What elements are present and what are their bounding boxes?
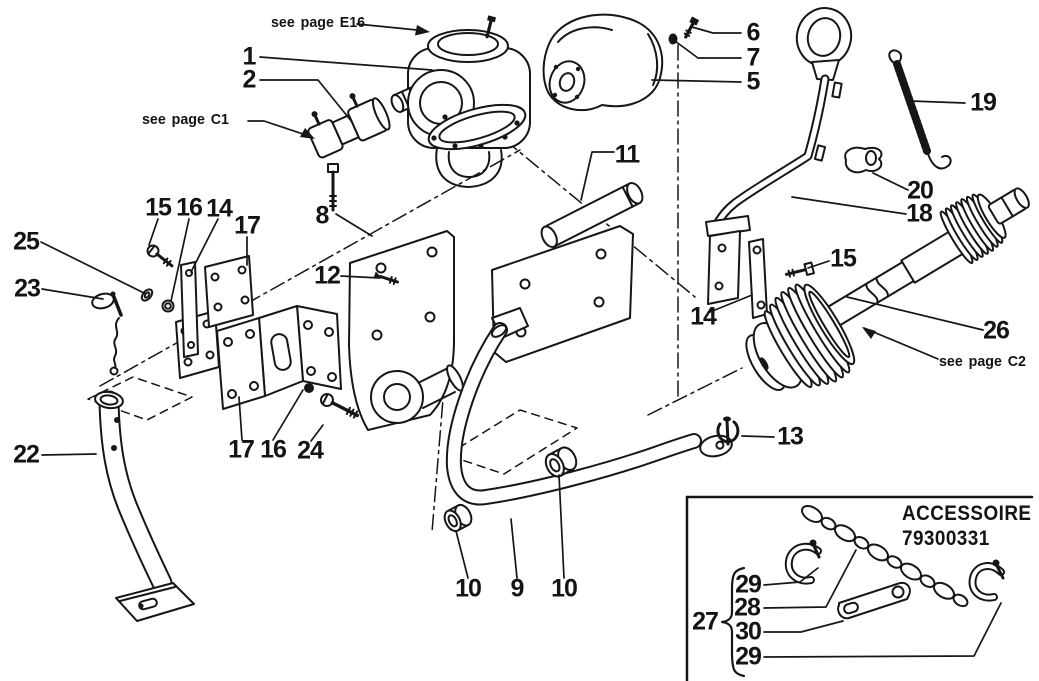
callout-19: 19 [970, 88, 997, 117]
part-pin-11 [540, 181, 644, 249]
part-shackle-29-right [968, 559, 1005, 602]
callout-2: 2 [242, 65, 257, 94]
callout-17-bottom: 17 [228, 435, 255, 464]
callout-24: 24 [297, 436, 324, 465]
callout-9: 9 [510, 574, 525, 603]
callout-14-left: 14 [206, 194, 233, 223]
callout-7: 7 [746, 43, 761, 72]
part-shackle-29-left [784, 539, 822, 585]
callout-20: 20 [907, 176, 934, 205]
note-see-page-e16: see page E16 [271, 14, 366, 31]
part-bolt-15-right [784, 261, 815, 278]
gearbox-top-bolt [485, 15, 497, 39]
part-lynchpin-23 [91, 291, 123, 376]
part-clip-20 [844, 146, 883, 174]
brace-27 [720, 566, 746, 678]
callout-30: 30 [735, 617, 762, 646]
callout-5: 5 [746, 67, 761, 96]
note-see-page-c2: see page C2 [939, 353, 1026, 370]
callout-16-bottom: 16 [260, 435, 287, 464]
part-plates-left [175, 255, 254, 379]
callout-29-bottom: 29 [735, 642, 762, 671]
callout-25: 25 [13, 227, 40, 256]
part-bracket [348, 225, 634, 431]
callout-26: 26 [983, 316, 1010, 345]
callout-13: 13 [777, 422, 804, 451]
leader-arrowheads [300, 25, 876, 339]
part-tube-9 [445, 307, 733, 506]
part-spring [888, 49, 952, 170]
callout-29-top: 29 [735, 570, 762, 599]
note-see-page-c1: see page C1 [142, 111, 229, 128]
part-bolt-8 [327, 163, 339, 212]
accessory-part-number: 79300331 [902, 527, 990, 550]
callout-11: 11 [614, 140, 640, 169]
part-coupler [307, 93, 391, 159]
callout-23: 23 [14, 274, 41, 303]
callout-28: 28 [734, 593, 761, 622]
part-gearbox [390, 15, 531, 188]
part-bushing-10-left [443, 503, 473, 533]
part-cover [542, 13, 664, 112]
callout-22: 22 [13, 440, 40, 469]
callout-1: 1 [242, 42, 257, 71]
part-clip-13 [716, 416, 740, 446]
callout-16-left: 16 [176, 193, 203, 222]
part-chain-28 [800, 505, 969, 608]
accessory-box [685, 495, 1034, 681]
part-strap-14-right [748, 238, 768, 319]
part-stand [94, 390, 195, 622]
callout-8: 8 [315, 201, 330, 230]
part-bolt-6 [683, 16, 700, 39]
part-angle-bracket [216, 305, 342, 410]
part-bolt-15-left [146, 244, 174, 268]
callout-17-top: 17 [234, 211, 261, 240]
callout-6: 6 [746, 18, 761, 47]
callout-12: 12 [314, 261, 341, 290]
part-bracket-30 [837, 582, 911, 620]
part-screw-12 [373, 271, 400, 286]
callout-15-left: 15 [145, 193, 172, 222]
part-nut-16-left [161, 299, 175, 313]
callout-14-right: 14 [690, 302, 717, 331]
part-washer-25 [140, 288, 154, 302]
callout-18: 18 [906, 199, 933, 228]
callout-10-left: 10 [455, 574, 482, 603]
part-handle [705, 7, 853, 305]
part-pto-shaft [745, 187, 1030, 391]
callout-15-right: 15 [830, 244, 857, 273]
accessory-title: ACCESSOIRE [902, 502, 1032, 525]
part-bushing-10-right [544, 446, 578, 478]
callout-10-right: 10 [551, 574, 578, 603]
part-nut-16-bottom [304, 383, 314, 393]
part-bolt-24 [320, 393, 359, 419]
leader-lines [40, 23, 1002, 658]
callout-27: 27 [692, 607, 719, 636]
